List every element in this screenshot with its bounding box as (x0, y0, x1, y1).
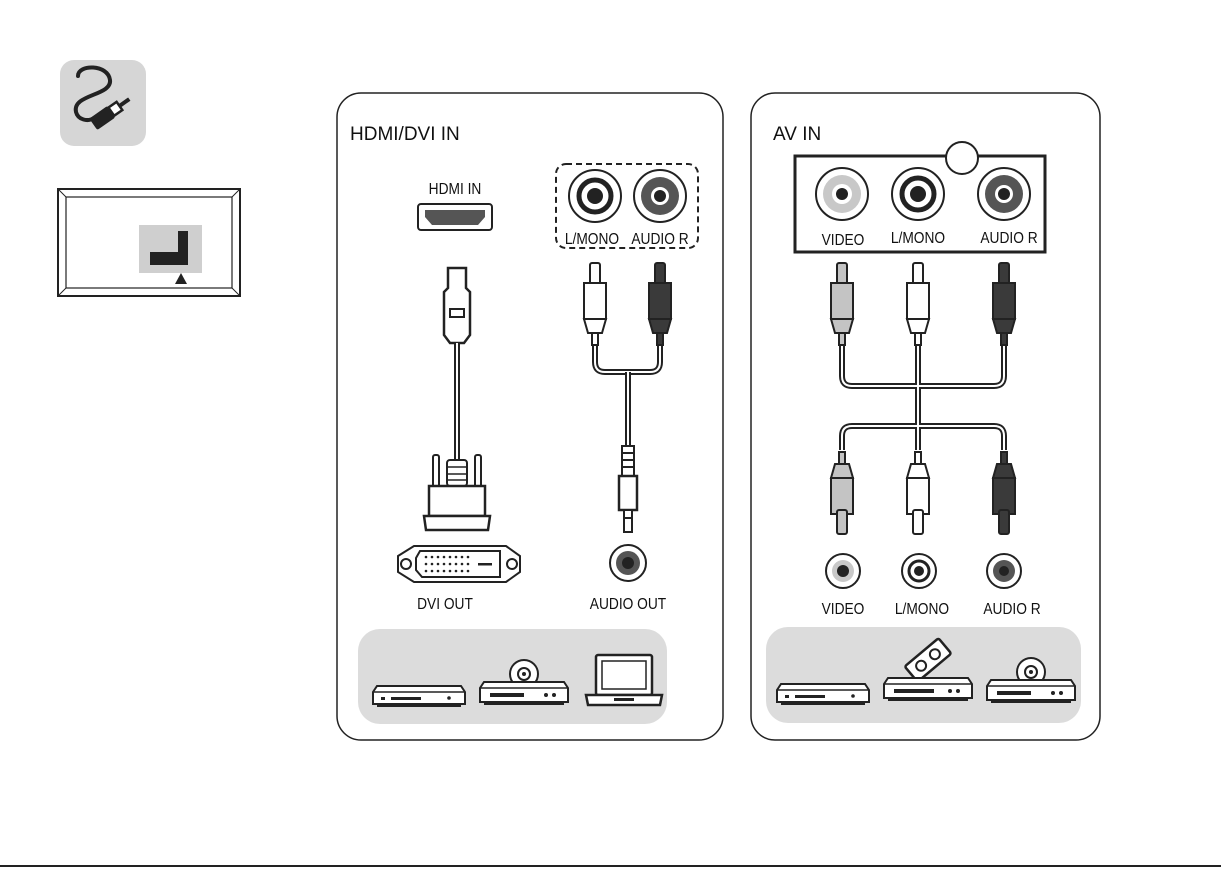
l-mono-label: L/MONO (891, 229, 945, 247)
device-video-label: VIDEO (822, 600, 865, 618)
device-video-jack-icon (826, 554, 860, 588)
cable-plug-icon (60, 60, 146, 146)
audio-r-jack-icon (634, 170, 686, 222)
audio-out-label: AUDIO OUT (590, 595, 666, 613)
audio-out-jack-icon (610, 545, 646, 581)
panel-title: AV IN (773, 124, 821, 145)
l-mono-label: L/MONO (565, 230, 619, 248)
dvi-out-label: DVI OUT (417, 595, 473, 613)
set-top-box-icon (777, 684, 869, 705)
dvi-out-port-icon (398, 546, 520, 582)
audio-r-label: AUDIO R (980, 229, 1037, 247)
laptop-icon (586, 655, 662, 705)
device-audio-r-label: AUDIO R (983, 600, 1040, 618)
device-l-mono-label: L/MONO (895, 600, 949, 618)
panel-title: HDMI/DVI IN (350, 124, 460, 145)
set-top-box-icon (373, 686, 465, 707)
tv-back-panel-icon (58, 189, 240, 296)
video-jack-icon (816, 168, 868, 220)
device-audio-r-jack-icon (987, 554, 1021, 588)
hdmi-in-label: HDMI IN (429, 180, 482, 198)
hdmi-dvi-panel: HDMI/DVI IN HDMI IN L/MONO AUDIO R (337, 93, 723, 740)
device-l-mono-jack-icon (902, 554, 936, 588)
audio-r-label: AUDIO R (631, 230, 688, 248)
video-label: VIDEO (822, 231, 865, 249)
l-mono-jack-icon (569, 170, 621, 222)
av-in-panel: AV IN VIDEO L/MONO AUDIO R (751, 93, 1100, 740)
hdmi-port-icon (418, 204, 492, 230)
callout-marker (946, 142, 978, 174)
l-mono-jack-icon (892, 168, 944, 220)
audio-r-jack-icon (978, 168, 1030, 220)
